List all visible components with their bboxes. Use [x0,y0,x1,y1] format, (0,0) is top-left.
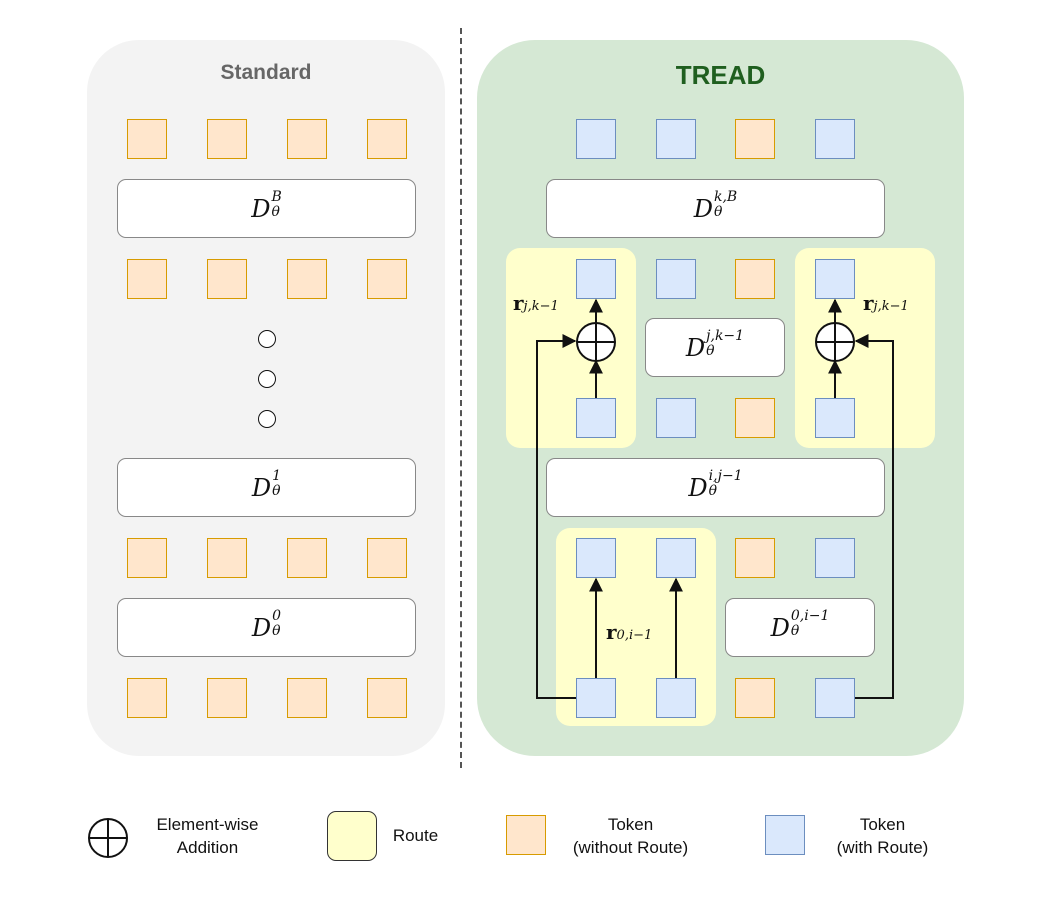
tread-title: TREAD [675,60,766,90]
route-label-left: rj,k−1 [513,291,559,315]
legend-token-without-line1: Token [607,815,654,834]
block-symbol: D [685,333,706,362]
token-without-route [207,678,247,718]
token-with-route [576,538,616,578]
block-subscript: θ [272,483,281,499]
legend-token-with-route-swatch [765,815,805,855]
token-without-route [127,538,167,578]
token-with-route [656,119,696,159]
block-superscript: 0 [272,608,282,624]
token-without-route [735,119,775,159]
token-without-route [207,119,247,159]
block-superscript: B [271,189,282,205]
block-symbol: D [688,473,708,502]
legend-token-without-route-swatch [506,815,546,855]
token-with-route [576,119,616,159]
block-subscript: θ [708,483,718,499]
token-without-route [207,538,247,578]
token-without-route [367,678,407,718]
ellipsis-dot [258,370,276,388]
token-with-route [576,259,616,299]
block-superscript: k,B [714,189,738,205]
token-with-route [576,678,616,718]
legend-route-swatch [327,811,377,861]
token-without-route [367,538,407,578]
token-without-route [367,259,407,299]
plus-circle-icon [88,818,128,858]
token-without-route [127,119,167,159]
token-without-route [287,538,327,578]
token-with-route [815,678,855,718]
legend-token-with-line2: (with Route) [836,838,929,857]
route-symbol: r [606,620,617,644]
panel-divider [460,28,462,768]
route-subscript: 0,i−1 [616,628,653,643]
block-subscript: θ [271,204,280,220]
token-with-route [656,538,696,578]
route-symbol: r [863,291,874,315]
legend-token-with-route-label: Token (with Route) [815,813,950,859]
token-without-route [287,119,327,159]
token-without-route [127,678,167,718]
legend-addition-label: Element-wise Addition [135,813,280,859]
token-without-route [287,259,327,299]
block-superscript: i,j−1 [708,468,743,484]
ellipsis-dot [258,330,276,348]
block-symbol: D [251,613,272,642]
block-subscript: θ [714,204,723,220]
plus-circle-icon [815,322,855,362]
token-with-route [815,538,855,578]
legend-addition-line1: Element-wise [156,815,259,834]
plus-circle-icon [576,322,616,362]
route-label-right: rj,k−1 [863,291,909,315]
route-label-bottom: r0,i−1 [606,620,652,644]
block-symbol: D [770,613,790,642]
token-with-route [656,678,696,718]
route-subscript: j,k−1 [873,299,909,314]
block-subscript: θ [272,623,281,639]
token-without-route [207,259,247,299]
legend-token-without-line2: (without Route) [572,838,689,857]
legend-route-label: Route [392,826,439,845]
block-superscript: 1 [272,468,282,484]
route-subscript: j,k−1 [523,299,559,314]
block-superscript: 0,i−1 [790,608,830,624]
token-without-route [287,678,327,718]
token-without-route [735,259,775,299]
block-symbol: D [251,473,272,502]
token-with-route [815,398,855,438]
legend-addition-line2: Addition [176,838,239,857]
block-superscript: j,k−1 [706,328,745,344]
block-symbol: D [693,194,713,223]
token-without-route [735,678,775,718]
token-without-route [367,119,407,159]
token-with-route [656,398,696,438]
token-with-route [656,259,696,299]
block-subscript: θ [706,343,715,359]
token-with-route [815,259,855,299]
token-with-route [576,398,616,438]
block-symbol: D [251,194,271,223]
standard-title: Standard [220,61,312,84]
legend-token-with-line1: Token [859,815,906,834]
token-with-route [815,119,855,159]
ellipsis-dot [258,410,276,428]
token-without-route [735,398,775,438]
route-symbol: r [513,291,524,315]
legend-token-without-route-label: Token (without Route) [553,813,708,859]
token-without-route [127,259,167,299]
token-without-route [735,538,775,578]
block-subscript: θ [790,623,800,639]
